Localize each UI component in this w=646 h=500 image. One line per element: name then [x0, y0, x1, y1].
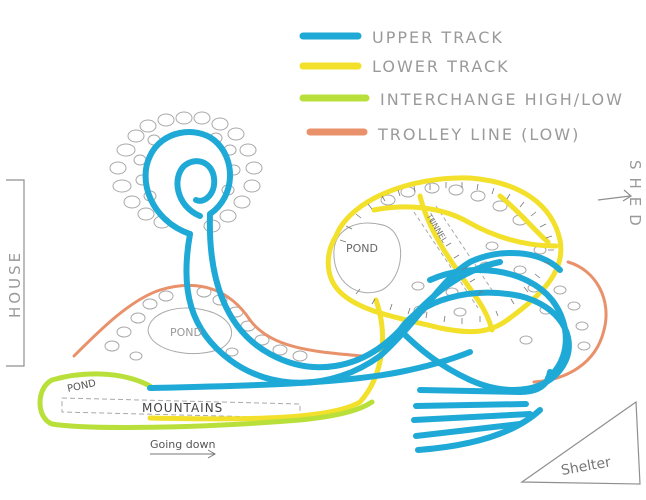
legend-label-interchange: INTERCHANGE HIGH/LOW	[380, 90, 624, 109]
upper-track-right-loop-2	[427, 267, 569, 381]
upper-track-yard-3	[411, 411, 533, 423]
shed-arrow-line	[597, 195, 631, 201]
upper-track-right-loop	[397, 289, 572, 393]
rocks-hill	[104, 286, 308, 362]
shelter-outline	[520, 400, 641, 485]
interchange-track	[37, 371, 375, 430]
upper-track-yard-2	[413, 401, 529, 409]
upper-track-spiral-outer	[142, 129, 233, 237]
interchange-loop	[37, 371, 375, 430]
house-outline	[6, 179, 25, 367]
mountains-label: MOUNTAINS	[142, 401, 223, 415]
lower-track-main-loop	[325, 175, 564, 335]
upper-track-mountain-line	[147, 349, 473, 391]
upper-track-trunk-2	[206, 211, 503, 371]
pond-center-outline	[147, 307, 233, 355]
upper-track	[142, 129, 572, 453]
legend-label-trolley: TROLLEY LINE (LOW)	[377, 125, 580, 144]
upper-track-yard-4	[413, 421, 523, 439]
going-down-arrow-head	[207, 449, 217, 459]
upper-track-trunk-1	[183, 231, 563, 386]
upper-track-yard-5	[415, 407, 543, 453]
ties-lower-loop	[339, 182, 554, 324]
pond-center-label: POND	[170, 326, 202, 339]
legend-label-lower: LOWER TRACK	[372, 57, 510, 76]
rocks-loop	[109, 111, 263, 233]
house: HOUSE	[6, 179, 25, 367]
ties-tunnel	[429, 218, 484, 295]
legend: UPPER TRACK LOWER TRACK INTERCHANGE HIGH…	[299, 28, 624, 144]
lower-track-inner-3	[497, 193, 551, 245]
shed: SHED	[597, 160, 644, 234]
legend-label-upper: UPPER TRACK	[372, 28, 504, 47]
tunnel-outline	[413, 205, 497, 309]
upper-track-yard-1	[417, 369, 553, 395]
track-ties	[339, 182, 554, 324]
house-label: HOUSE	[6, 250, 24, 318]
trolley-line-right	[532, 260, 608, 384]
pond-right-outline	[333, 222, 401, 294]
going-down-label: Going down	[150, 438, 215, 451]
shed-label: SHED	[626, 160, 644, 234]
pond-right-label: POND	[346, 242, 378, 255]
upper-track-spiral-inner	[174, 158, 218, 219]
lower-track-inner-1	[371, 204, 559, 249]
pencil-terrain	[61, 111, 591, 419]
shed-arrow-head	[622, 189, 633, 202]
